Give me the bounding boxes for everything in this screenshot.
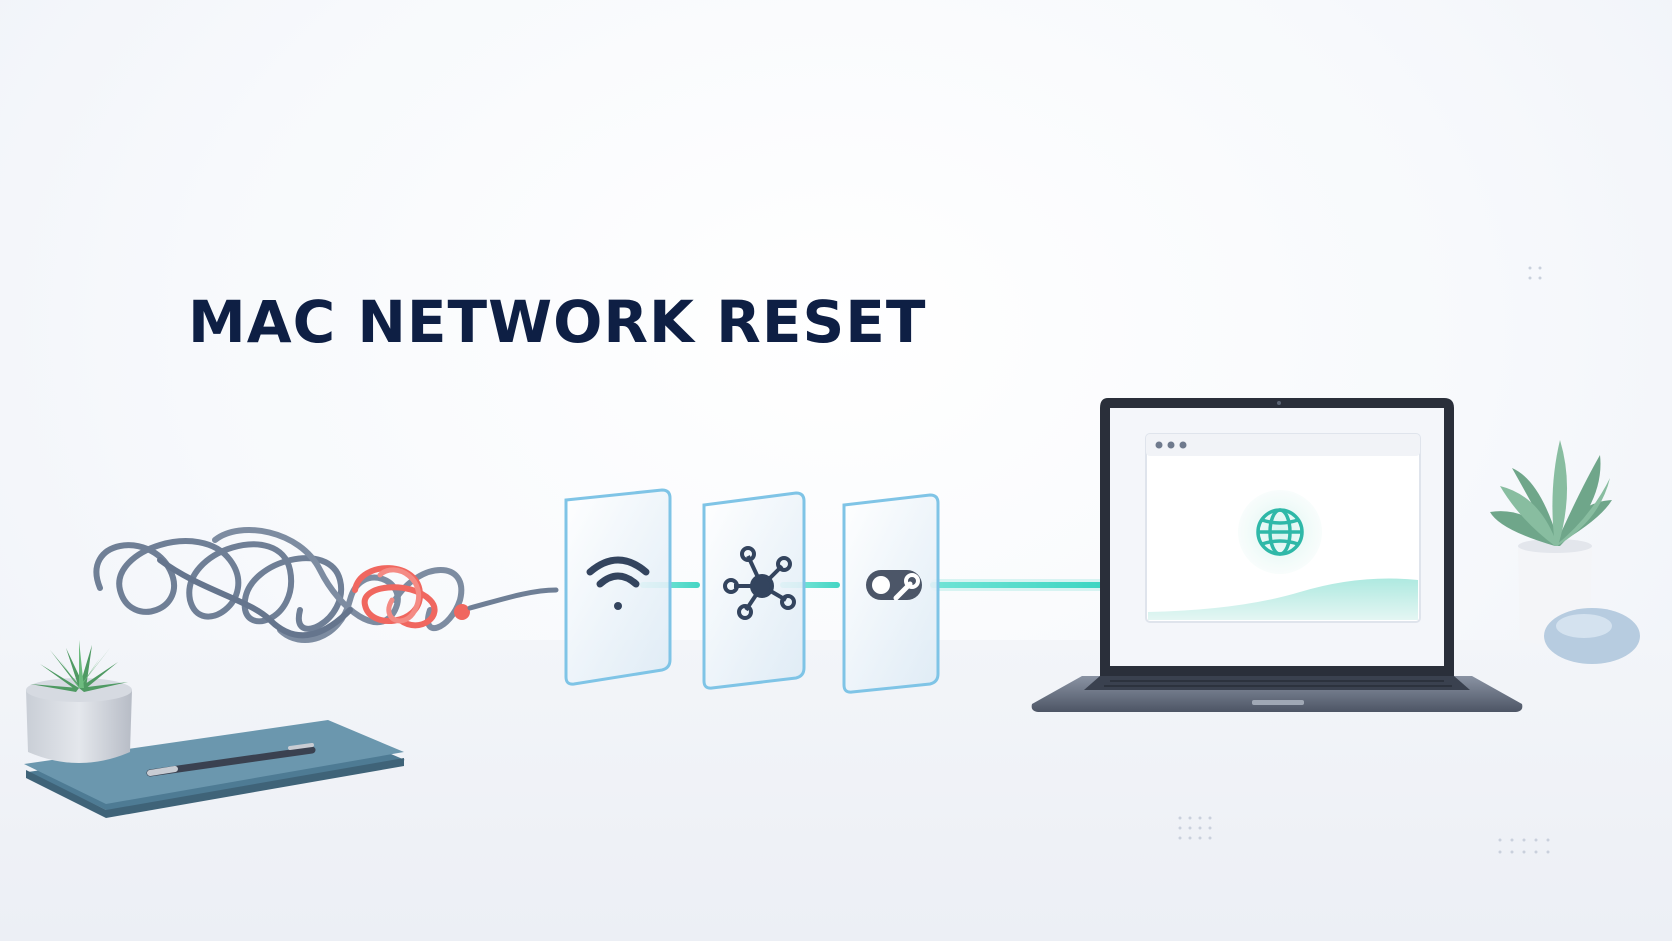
- troubleshoot-panel: [842, 493, 940, 694]
- network-panel: [702, 491, 806, 690]
- tangled-cable: [93, 527, 559, 643]
- succulent-plant: [26, 640, 132, 763]
- pen: [146, 743, 316, 777]
- pebble-highlight: [1556, 614, 1612, 638]
- notebook: [24, 720, 405, 818]
- window-dot-icon: [1179, 441, 1187, 449]
- toggle-wrench-icon: [866, 570, 922, 601]
- wifi-panel: [564, 488, 672, 686]
- window-dot-icon: [1155, 441, 1163, 449]
- browser-window: [1145, 433, 1421, 623]
- window-dot-icon: [1167, 441, 1175, 449]
- page-title: MAC NETWORK RESET: [188, 288, 927, 356]
- globe-icon: [1256, 508, 1304, 556]
- laptop: [1031, 398, 1523, 712]
- dot-grid-decoration: [1178, 266, 1550, 854]
- network-hub-icon: [723, 546, 796, 620]
- wifi-icon: [586, 556, 650, 610]
